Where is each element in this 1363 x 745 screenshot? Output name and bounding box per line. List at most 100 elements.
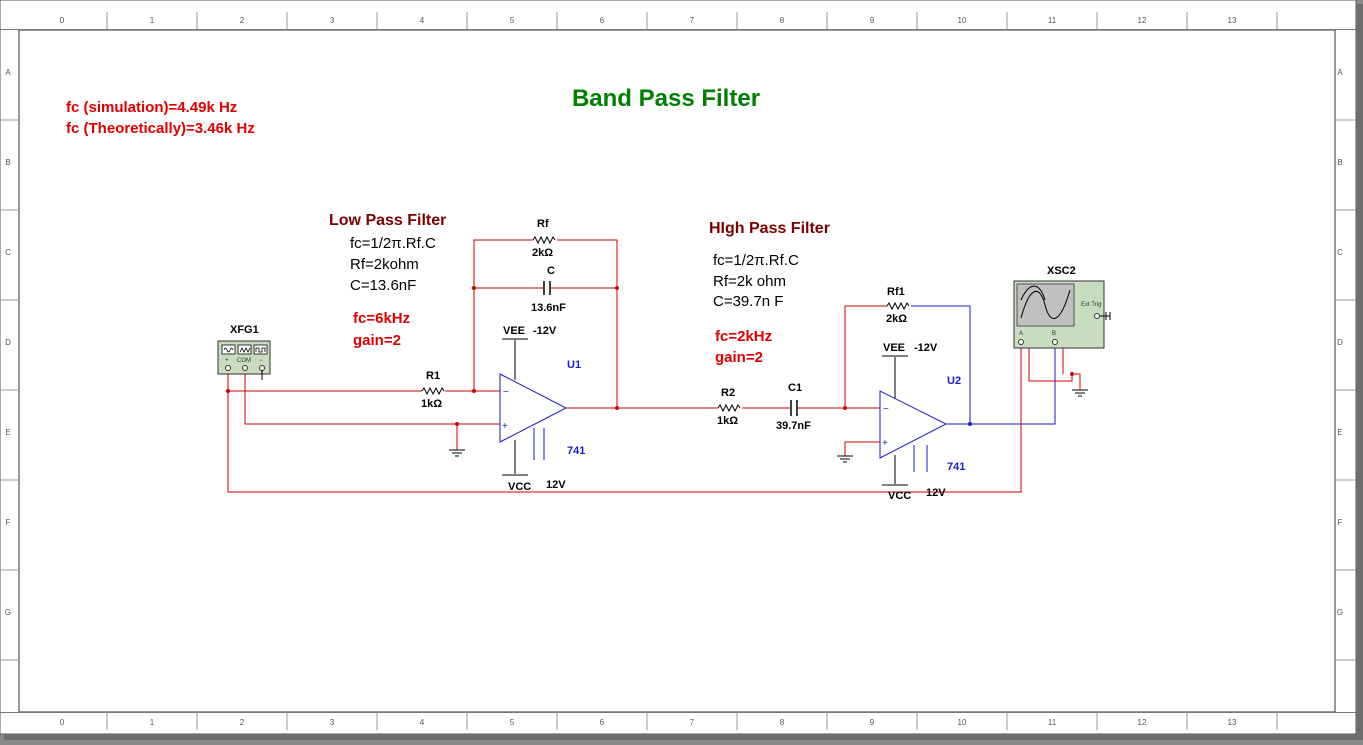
xsc2-ext-trig-terminal[interactable] [1094,313,1100,319]
junction-dot [1070,372,1074,376]
u1-vee-value: -12V [533,325,557,337]
xfg1-plus-label: + [225,358,229,364]
border-row-label-left: D [5,338,11,347]
resistor-r2[interactable]: R2 1kΩ [717,387,741,427]
junction-dot [615,406,619,410]
opamp-u1[interactable]: − + VEE -12V U1 741 VCC 12V [499,325,585,493]
c1-value: 39.7nF [776,420,811,432]
wire-gen-to-scope-a [227,342,1022,493]
border-column-label-bottom: 3 [330,718,335,727]
high-pass-gain: gain=2 [715,349,763,366]
junction-dot [472,286,476,290]
junctions [226,286,1074,426]
rf1-value: 2kΩ [886,313,907,325]
border-column-label-bottom: 9 [870,718,875,727]
border-column-label-bottom: 0 [60,718,65,727]
opamp-u2[interactable]: − + VEE -12V U2 741 VCC 12V [879,342,965,502]
border-column-label-top: 5 [510,16,515,25]
border-column-label-top: 0 [60,16,65,25]
border-column-label-bottom: 11 [1048,718,1057,727]
xfg1-terminal-com[interactable] [242,365,248,371]
resistor-symbol [421,386,445,396]
border-column-label-bottom: 8 [780,718,785,727]
rf-value: 2kΩ [532,247,553,259]
border-column-label-top: 1 [150,16,155,25]
border-column-label-top: 7 [690,16,695,25]
junction-dot [843,406,847,410]
u2-vee-value: -12V [914,342,938,354]
junction-dot [615,286,619,290]
square-wave-icon [253,344,268,355]
r2-value: 1kΩ [717,415,738,427]
junction-dot [455,422,459,426]
border-row-label-right: A [1337,68,1343,77]
opamp-symbol [499,373,568,443]
border-row-label-right: C [1337,248,1343,257]
oscilloscope-xsc2[interactable]: XSC2 Ext Trig A B [1013,265,1111,349]
border-column-label-bottom: 6 [600,718,605,727]
border-row-label-left: B [5,158,10,167]
high-pass-formula: fc=1/2π.Rf.C [713,252,799,269]
rf-name: Rf [537,218,549,230]
border-column-label-top: 13 [1228,16,1237,25]
border-column-label-top: 10 [958,16,967,25]
u1-vcc-value: 12V [546,479,566,491]
r2-name: R2 [721,387,735,399]
xsc2-channel-b-label: B [1052,331,1056,337]
c-name: C [547,265,555,277]
u2-vcc-value: 12V [926,487,946,499]
u1-name: U1 [567,359,581,371]
capacitor-c1[interactable]: C1 39.7nF [776,382,811,432]
high-pass-heading: HIgh Pass Filter [709,220,830,237]
u1-part: 741 [567,445,585,457]
junction-dot [472,389,476,393]
u2-plus-sign: + [882,438,888,449]
triangle-wave-icon [237,344,252,355]
wire-scope-ground [1028,342,1081,390]
ground-symbols [449,389,1088,463]
border-column-label-bottom: 4 [420,718,425,727]
border-column-label-top: 12 [1138,16,1147,25]
sine-wave-icon [1020,289,1071,319]
border-row-label-left: C [5,248,11,257]
low-pass-heading: Low Pass Filter [329,212,446,229]
wire-gen-com-to-u1-noninv [244,370,500,425]
function-generator-xfg1[interactable]: XFG1 + COM − [217,324,271,380]
resistor-symbol [886,301,910,311]
border-column-label-top: 9 [870,16,875,25]
xsc2-channel-a-label: A [1019,331,1023,337]
ground-icon [1072,389,1088,397]
sine-wave-icon [221,344,236,355]
border-column-label-bottom: 7 [690,718,695,727]
resistor-rf[interactable]: Rf 2kΩ [532,218,556,259]
xfg1-terminal-minus[interactable] [259,365,265,371]
xfg1-terminal-plus[interactable] [225,365,231,371]
wires [227,239,1081,493]
capacitor-c[interactable]: C 13.6nF [531,265,566,314]
border-column-label-bottom: 1 [150,718,155,727]
border-column-label-bottom: 10 [958,718,967,727]
u1-vee-label: VEE [503,325,525,337]
border-row-label-left: G [5,608,11,617]
xsc2-label: XSC2 [1047,265,1076,277]
u2-vee-label: VEE [883,342,905,354]
xfg1-label: XFG1 [230,324,259,336]
c1-name: C1 [788,382,802,394]
high-pass-c: C=39.7n F [713,293,783,310]
xsc2-terminal-a[interactable] [1018,339,1024,345]
border-row-label-left: F [6,518,11,527]
high-pass-fc: fc=2kHz [715,328,772,345]
resistor-rf1[interactable]: Rf1 2kΩ [886,286,910,325]
resistor-r1[interactable]: R1 1kΩ [421,370,445,410]
c-value: 13.6nF [531,302,566,314]
xsc2-ext-trig-label: Ext Trig [1081,302,1101,308]
wire-feedback-left-top [473,239,533,391]
border-row-label-right: B [1337,158,1342,167]
u1-vcc-label: VCC [508,481,531,493]
xsc2-terminal-b[interactable] [1052,339,1058,345]
low-pass-formula: fc=1/2π.Rf.C [350,235,436,252]
r1-name: R1 [426,370,440,382]
u2-part: 741 [947,461,965,473]
